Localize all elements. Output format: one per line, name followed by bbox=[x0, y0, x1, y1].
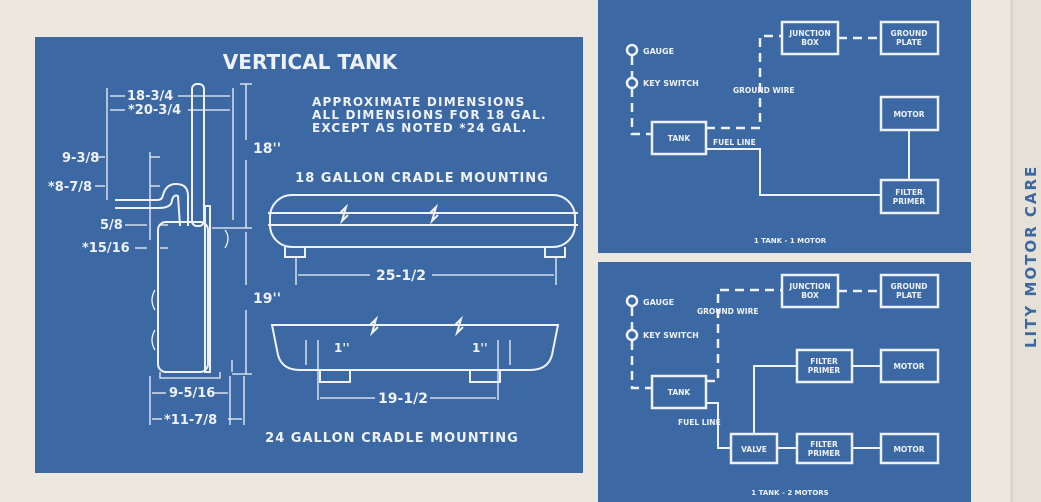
motor-label: MOTOR bbox=[893, 362, 924, 371]
filter-primer-1-box bbox=[795, 348, 854, 384]
gauge-label: GAUGE bbox=[643, 298, 674, 307]
cradle-24-title: 24 GALLON CRADLE MOUNTING bbox=[265, 431, 519, 446]
dim-base-18: 9-5/16 bbox=[169, 386, 215, 401]
vertical-tank-drawing: 18-3/4 *20-3/4 18'' 19'' 9-3/8 *8-7/8 5/… bbox=[48, 83, 281, 428]
side-heading: LITY MOTOR CARE bbox=[1022, 165, 1040, 348]
dim-height-bottom: 19'' bbox=[253, 291, 281, 307]
filter-primer-box bbox=[879, 178, 940, 215]
note-line-2: ALL DIMENSIONS FOR 18 GAL. bbox=[312, 108, 547, 122]
filter-primer-label: PRIMER bbox=[893, 197, 926, 206]
filter-primer-label: PRIMER bbox=[808, 366, 841, 375]
junction-box-label: BOX bbox=[801, 38, 819, 47]
dim-gap-18: 5/8 bbox=[100, 218, 123, 233]
valve-label: VALVE bbox=[741, 445, 767, 454]
cradle-24-right-offset: 1'' bbox=[472, 341, 488, 355]
dim-height-top: 18'' bbox=[253, 141, 281, 157]
dim-pipe-18: 9-3/8 bbox=[62, 151, 99, 166]
junction-box bbox=[780, 20, 840, 56]
tank-box bbox=[650, 120, 708, 156]
ground-plate-box bbox=[879, 273, 940, 309]
page-edge bbox=[1010, 0, 1041, 502]
valve-box bbox=[729, 432, 779, 465]
fuel-line-label: FUEL LINE bbox=[678, 418, 721, 427]
dim-width-24: *20-3/4 bbox=[128, 103, 181, 118]
vertical-tank-panel: VERTICAL TANK APPROXIMATE DIMENSIONS ALL… bbox=[35, 37, 583, 473]
cradle-18-span: 25-1/2 bbox=[376, 268, 426, 284]
junction-box-label: JUNCTION bbox=[788, 29, 830, 38]
filter-primer-label: FILTER bbox=[895, 188, 923, 197]
key-switch-label: KEY SWITCH bbox=[643, 331, 699, 340]
fuel-line-label: FUEL LINE bbox=[713, 138, 756, 147]
junction-box bbox=[780, 273, 840, 309]
gauge-icon bbox=[625, 43, 639, 57]
dim-width-18: 18-3/4 bbox=[127, 89, 173, 104]
filter-primer-label: PRIMER bbox=[808, 449, 841, 458]
diagram-1-caption: 1 TANK - 1 MOTOR bbox=[754, 237, 827, 245]
filter-primer-2-box bbox=[795, 432, 854, 465]
key-switch-icon bbox=[625, 328, 639, 342]
key-switch-label: KEY SWITCH bbox=[643, 79, 699, 88]
note-line-1: APPROXIMATE DIMENSIONS bbox=[312, 95, 525, 109]
tank-label: TANK bbox=[668, 388, 692, 397]
ground-plate-label: GROUND bbox=[891, 29, 928, 38]
junction-box-label: BOX bbox=[801, 291, 819, 300]
ground-plate-label: PLATE bbox=[896, 38, 922, 47]
vertical-tank-title: VERTICAL TANK bbox=[223, 50, 399, 74]
cradle-24-span: 19-1/2 bbox=[378, 391, 428, 407]
dim-gap-24: *15/16 bbox=[82, 241, 130, 256]
dim-base-24: *11-7/8 bbox=[164, 413, 217, 428]
cradle-24-drawing bbox=[270, 315, 560, 400]
gauge-icon bbox=[625, 294, 639, 308]
motor-box bbox=[879, 95, 940, 132]
cradle-18-drawing bbox=[268, 194, 578, 285]
tank-box bbox=[650, 374, 708, 410]
gauge-label: GAUGE bbox=[643, 47, 674, 56]
motor-label: MOTOR bbox=[893, 110, 924, 119]
ground-plate-label: PLATE bbox=[896, 291, 922, 300]
cradle-18-title: 18 GALLON CRADLE MOUNTING bbox=[295, 171, 549, 186]
key-switch-icon bbox=[625, 76, 639, 90]
motor-1-box bbox=[879, 348, 940, 384]
tank-label: TANK bbox=[668, 134, 692, 143]
wiring-diagram-1-tank-2-motors: GAUGE KEY SWITCH GROUND WIRE FUEL LINE T… bbox=[598, 262, 971, 502]
filter-primer-label: FILTER bbox=[810, 357, 838, 366]
junction-box-label: JUNCTION bbox=[788, 282, 830, 291]
note-line-3: EXCEPT AS NOTED *24 GAL. bbox=[312, 121, 527, 135]
diagram-2-caption: 1 TANK - 2 MOTORS bbox=[751, 489, 828, 497]
filter-primer-label: FILTER bbox=[810, 440, 838, 449]
ground-plate-box bbox=[879, 20, 940, 56]
motor-2-box bbox=[879, 432, 940, 465]
ground-wire-label: GROUND WIRE bbox=[697, 307, 758, 316]
ground-wire-label: GROUND WIRE bbox=[733, 86, 794, 95]
ground-plate-label: GROUND bbox=[891, 282, 928, 291]
dim-pipe-24: *8-7/8 bbox=[48, 180, 92, 195]
wiring-diagram-1-tank-1-motor: GAUGE KEY SWITCH GROUND WIRE FUEL LINE T… bbox=[598, 0, 971, 253]
cradle-24-left-offset: 1'' bbox=[334, 341, 350, 355]
motor-label: MOTOR bbox=[893, 445, 924, 454]
